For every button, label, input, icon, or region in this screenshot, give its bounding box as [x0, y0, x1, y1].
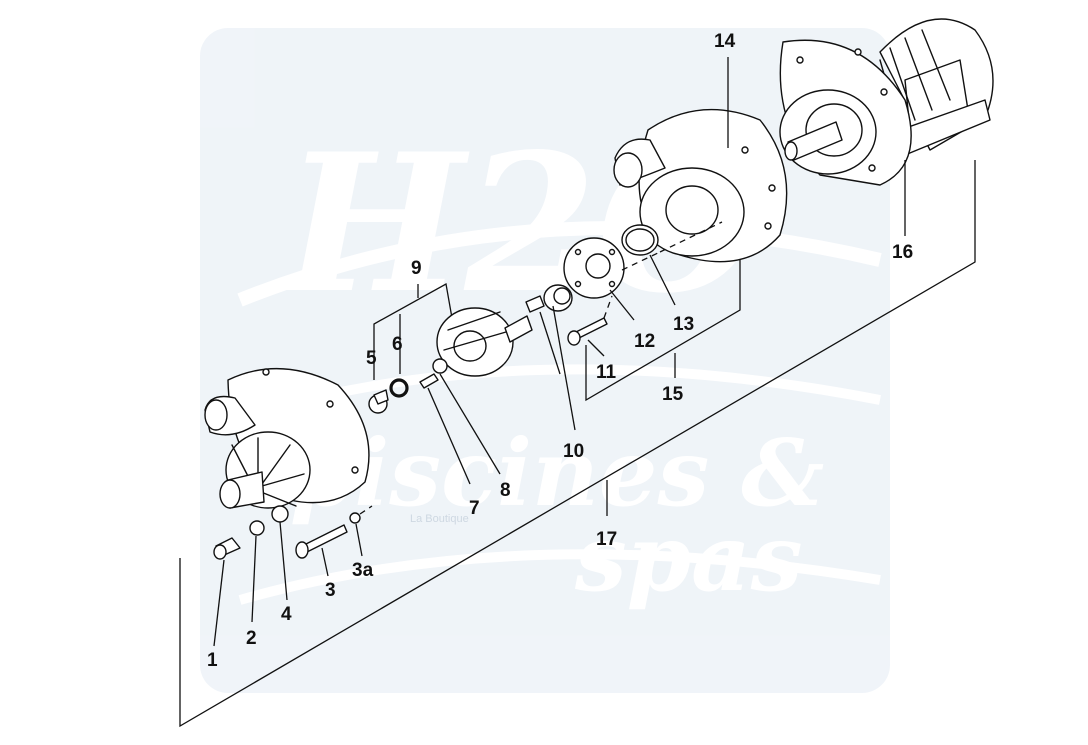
watermark-word-1: piscines & — [290, 419, 824, 527]
washer — [249, 520, 265, 536]
front-casing-outlet-mouth — [204, 399, 228, 431]
axis-dash-13 — [659, 221, 723, 253]
nut-side — [373, 389, 389, 405]
front-casing-4 — [204, 367, 370, 509]
front-casing-inlet-mouth — [219, 479, 241, 509]
o-ring-small — [432, 358, 448, 374]
drain-plug-1 — [213, 537, 241, 647]
leader-3 — [321, 547, 329, 577]
callout-8: 8 — [500, 480, 511, 501]
key-7 — [419, 373, 471, 485]
o-ring-8 — [432, 358, 501, 475]
casing-bolt — [741, 146, 749, 154]
casing-ring — [271, 505, 289, 523]
callout-17: 17 — [596, 529, 617, 550]
bolt-head — [567, 330, 581, 346]
rear-casing-bore — [665, 185, 719, 235]
callout-14: 14 — [714, 31, 736, 52]
callout-9: 9 — [411, 258, 422, 279]
rear-casing — [613, 57, 788, 263]
washer — [389, 378, 409, 398]
callout-7: 7 — [469, 498, 480, 519]
bracket-9-line — [373, 282, 453, 380]
bracket-15 — [585, 232, 741, 402]
watermark-small-text: La Boutique — [410, 513, 469, 525]
washer-3a — [349, 505, 373, 557]
impeller-eye — [453, 330, 487, 362]
bracket-17 — [179, 160, 976, 728]
leader-1 — [213, 559, 225, 647]
plug-head — [213, 544, 227, 560]
callout-3a: 3a — [352, 560, 374, 581]
casing-bolt — [764, 222, 772, 230]
bolt-11 — [567, 295, 613, 357]
leader-11 — [587, 339, 605, 357]
watermark-swoosh-3 — [238, 549, 881, 605]
axis-dash-3a — [359, 505, 373, 515]
motor-bolt-hole — [796, 56, 804, 64]
leader-2 — [251, 535, 257, 623]
callout-labels: 1 2 3 3a 4 5 6 7 8 9 10 11 12 13 14 15 1… — [207, 31, 913, 671]
o-ring-13 — [621, 221, 723, 306]
leader-4 — [279, 521, 288, 601]
impeller-nut-5 — [368, 389, 389, 414]
leader-8 — [439, 373, 501, 475]
bolt-3 — [295, 524, 348, 577]
watermark-swoosh-1 — [237, 221, 882, 307]
axis-dash-11 — [603, 295, 613, 319]
seal-spring — [525, 295, 545, 313]
watermark-word-2: spas — [574, 504, 803, 612]
washer-6 — [389, 378, 409, 398]
key — [419, 373, 439, 389]
seal-plate-bore — [585, 253, 611, 279]
o-ring-inner — [625, 228, 655, 252]
washer-2 — [249, 520, 265, 623]
callout-4: 4 — [281, 604, 292, 625]
callout-13: 13 — [673, 314, 694, 335]
leader-13 — [649, 254, 676, 306]
callout-1: 1 — [207, 650, 218, 671]
bracket-17-line — [179, 160, 976, 728]
ring-4 — [271, 505, 289, 601]
motor-shaft-end — [784, 141, 798, 161]
callout-12: 12 — [634, 331, 655, 352]
leader-10a — [539, 311, 561, 375]
motor-bolt-hole — [854, 48, 862, 56]
leader-10b — [552, 305, 576, 431]
bracket-9 — [373, 282, 453, 380]
callout-6: 6 — [392, 334, 403, 355]
mechanical-seal-10 — [525, 284, 576, 431]
callout-2: 2 — [246, 628, 257, 649]
motor-bolt-hole — [880, 88, 888, 96]
bracket-15-line — [585, 232, 741, 402]
washer-small — [349, 512, 361, 524]
callout-3: 3 — [325, 580, 336, 601]
bolt-head — [295, 541, 309, 559]
callout-15: 15 — [662, 384, 684, 405]
callout-10: 10 — [563, 441, 584, 462]
callout-5: 5 — [366, 348, 377, 369]
leader-12 — [609, 289, 635, 321]
motor — [779, 18, 994, 236]
rear-casing-outlet-mouth — [613, 152, 643, 188]
leader-7 — [427, 387, 471, 485]
casing-bolt — [768, 184, 776, 192]
seal-plate-12 — [563, 237, 661, 321]
axis-dash-12 — [621, 251, 661, 271]
leader-3a — [355, 523, 363, 557]
motor-bolt-hole — [868, 164, 876, 172]
callout-16: 16 — [892, 242, 913, 263]
impeller-hub — [504, 315, 533, 343]
impeller — [436, 307, 533, 377]
callout-11: 11 — [596, 362, 617, 383]
seal-rotating-face-inner — [553, 287, 571, 305]
